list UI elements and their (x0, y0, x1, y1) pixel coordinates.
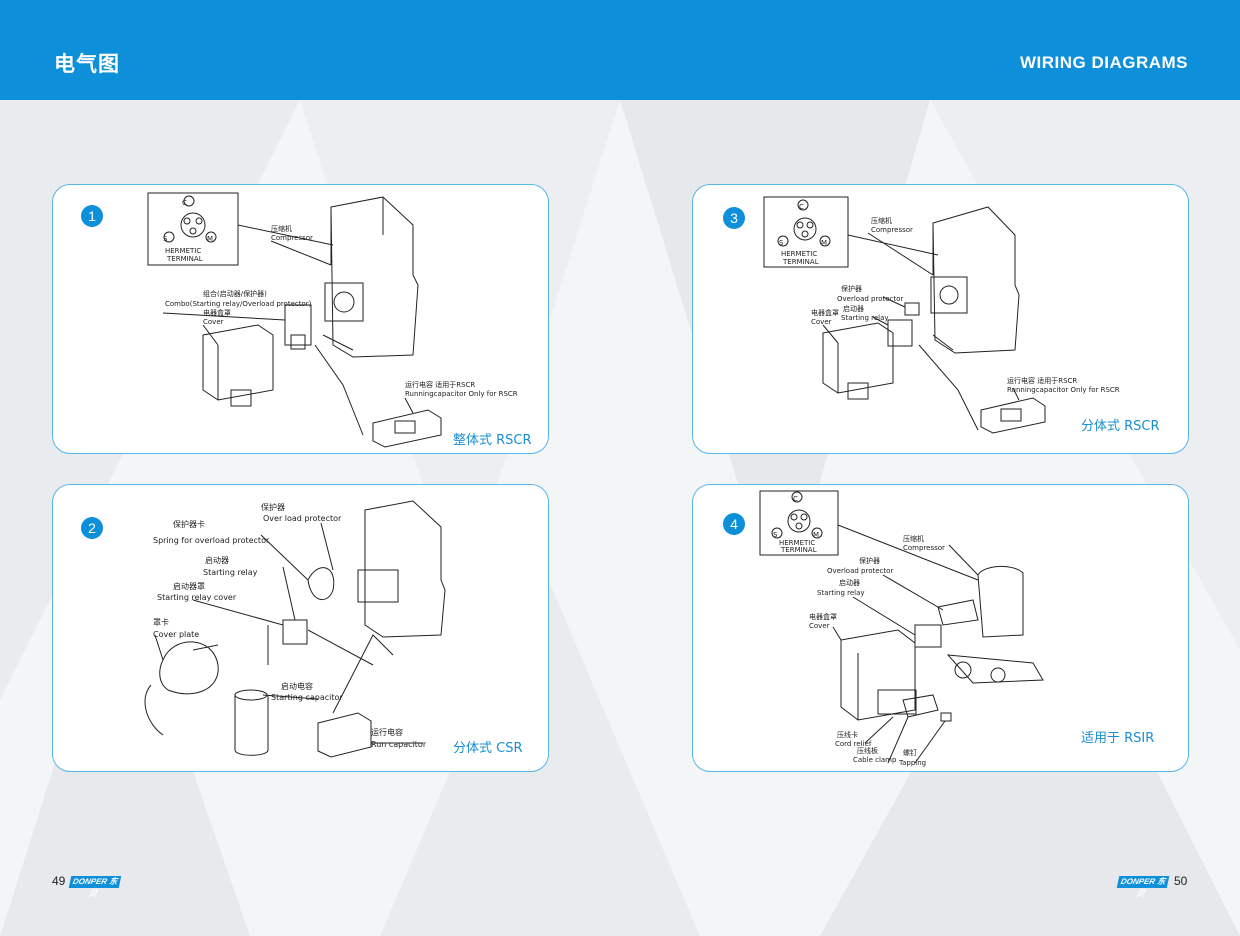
d1-compressor: Compressor (271, 234, 313, 242)
d4-compressor: Compressor (903, 544, 945, 552)
d2-spring-cn: 保护器卡 (173, 519, 205, 529)
page-number-right: 50 (1174, 874, 1188, 888)
d1-compressor-cn: 压缩机 (271, 224, 292, 233)
d3-overload-cn: 保护器 (841, 284, 862, 293)
header-title-cn: 电气图 (54, 52, 120, 76)
d2-overload-cn: 保护器 (261, 502, 285, 512)
diagram-caption-3: 分体式 RSCR (1081, 419, 1160, 434)
diagram-caption-2: 分体式 CSR (453, 741, 523, 756)
diagram-number-2: 2 (81, 517, 103, 539)
d2-relay-cn: 启动器 (205, 555, 229, 565)
header-title-en: WIRING DIAGRAMS (1019, 53, 1188, 72)
d3-runcap: Runningcapacitor Only for RSCR (1007, 386, 1120, 394)
d4-terminal-s: S (773, 531, 778, 539)
d2-coverplate-cn: 罩卡 (153, 617, 169, 627)
d2-coverplate: Cover plate (153, 630, 199, 639)
d3-terminal-line2: TERMINAL (782, 258, 819, 266)
d2-startcap-cn: 启动电容 (281, 681, 313, 691)
d1-combo-cn: 组合(启动器/保护器) (203, 289, 267, 298)
d1-cover-cn: 电器盒罩 (203, 308, 231, 317)
d4-relay-cn: 启动器 (839, 578, 860, 587)
d2-runcap-cn: 运行电容 (371, 727, 403, 737)
d2-startcap: Starting capacitor (271, 693, 343, 702)
d3-terminal-line1: HERMETIC (781, 250, 817, 258)
d4-terminal-c: C (793, 495, 798, 503)
d4-cableclamp: Cable clamp (853, 756, 897, 764)
terminal-c-label: C (182, 199, 187, 207)
d4-cover: Cover (809, 622, 830, 630)
wiring-diagram-4: C S M HERMETIC TERMINAL 压缩机 Compressor 保… (759, 490, 1044, 767)
diagram-card-3: C S M HERMETIC TERMINAL 压缩机 Compressor 保… (692, 184, 1189, 454)
d3-relay: Starting relay (841, 314, 889, 322)
d4-tapping: Tapping (898, 759, 926, 767)
donper-logo-right: DONPER 东贝 (1116, 876, 1170, 898)
diagram-caption-1: 整体式 RSCR (453, 433, 532, 448)
donper-logo-left: DONPER 东贝 (68, 876, 122, 898)
d4-cableclamp-cn: 压线板 (857, 746, 878, 755)
d4-terminal-line2: TERMINAL (780, 546, 817, 554)
diagram-card-4: C S M HERMETIC TERMINAL 压缩机 Compressor 保… (692, 484, 1189, 772)
d3-terminal-c: C (799, 203, 804, 211)
d3-terminal-s: S (779, 239, 784, 247)
wiring-diagram-3: C S M HERMETIC TERMINAL 压缩机 Compressor 保… (763, 196, 1120, 434)
d2-spring: Spring for overload protector (153, 536, 270, 545)
d2-overload: Over load protector (263, 514, 342, 523)
d3-compressor: Compressor (871, 226, 913, 234)
terminal-line2: TERMINAL (166, 255, 203, 263)
d3-cover: Cover (811, 318, 832, 326)
terminal-m-label: M (207, 235, 213, 243)
d4-overload-cn: 保护器 (859, 556, 880, 565)
d4-overload: Overload protector (827, 567, 893, 575)
diagram-number-3: 3 (723, 207, 745, 229)
d4-cover-cn: 电器盒罩 (809, 612, 837, 621)
d4-terminal-m: M (813, 531, 819, 539)
diagram-card-2: 保护器 Over load protector 保护器卡 Spring for … (52, 484, 549, 772)
wiring-diagram-1: C S M HERMETIC TERMINAL 压缩机 Compressor 组… (147, 192, 518, 448)
page-number-left: 49 (52, 874, 66, 888)
d1-combo: Combo(Starting relay/Overload protector) (165, 300, 312, 308)
diagram-number-4: 4 (723, 513, 745, 535)
d3-overload: Overload protector (837, 295, 903, 303)
d4-tapping-cn: 螺钉 (903, 748, 917, 757)
d2-relaycover: Starting relay cover (157, 593, 237, 602)
d4-cordrelief: Cord relief (835, 740, 872, 748)
d3-compressor-cn: 压缩机 (871, 216, 892, 225)
d1-cover: Cover (203, 318, 224, 326)
d4-compressor-cn: 压缩机 (903, 534, 924, 543)
diagram-card-1: C S M HERMETIC TERMINAL 压缩机 Compressor 组… (52, 184, 549, 454)
wiring-diagram-2: 保护器 Over load protector 保护器卡 Spring for … (144, 500, 446, 758)
terminal-s-label: S (163, 235, 168, 243)
d1-runcap: Runningcapacitor Only for RSCR (405, 390, 518, 398)
d4-terminal-line1: HERMETIC (779, 539, 815, 547)
d4-relay: Starting relay (817, 589, 865, 597)
diagram-caption-4: 适用于 RSIR (1081, 731, 1155, 746)
d3-terminal-m: M (821, 239, 827, 247)
d2-runcap: Run capacitor (371, 740, 427, 749)
diagram-number-1: 1 (81, 205, 103, 227)
d3-runcap-cn: 运行电容 适用于RSCR (1007, 376, 1077, 385)
d3-relay-cn: 启动器 (843, 304, 864, 313)
terminal-line1: HERMETIC (165, 247, 201, 255)
d4-cordrelief-cn: 压线卡 (837, 730, 858, 739)
d1-runcap-cn: 运行电容 适用于RSCR (405, 380, 475, 389)
d2-relaycover-cn: 启动器罩 (173, 581, 205, 591)
d3-cover-cn: 电器盒罩 (811, 308, 839, 317)
page-header: 电气图 WIRING DIAGRAMS (0, 0, 1240, 100)
d2-relay: Starting relay (203, 568, 258, 577)
